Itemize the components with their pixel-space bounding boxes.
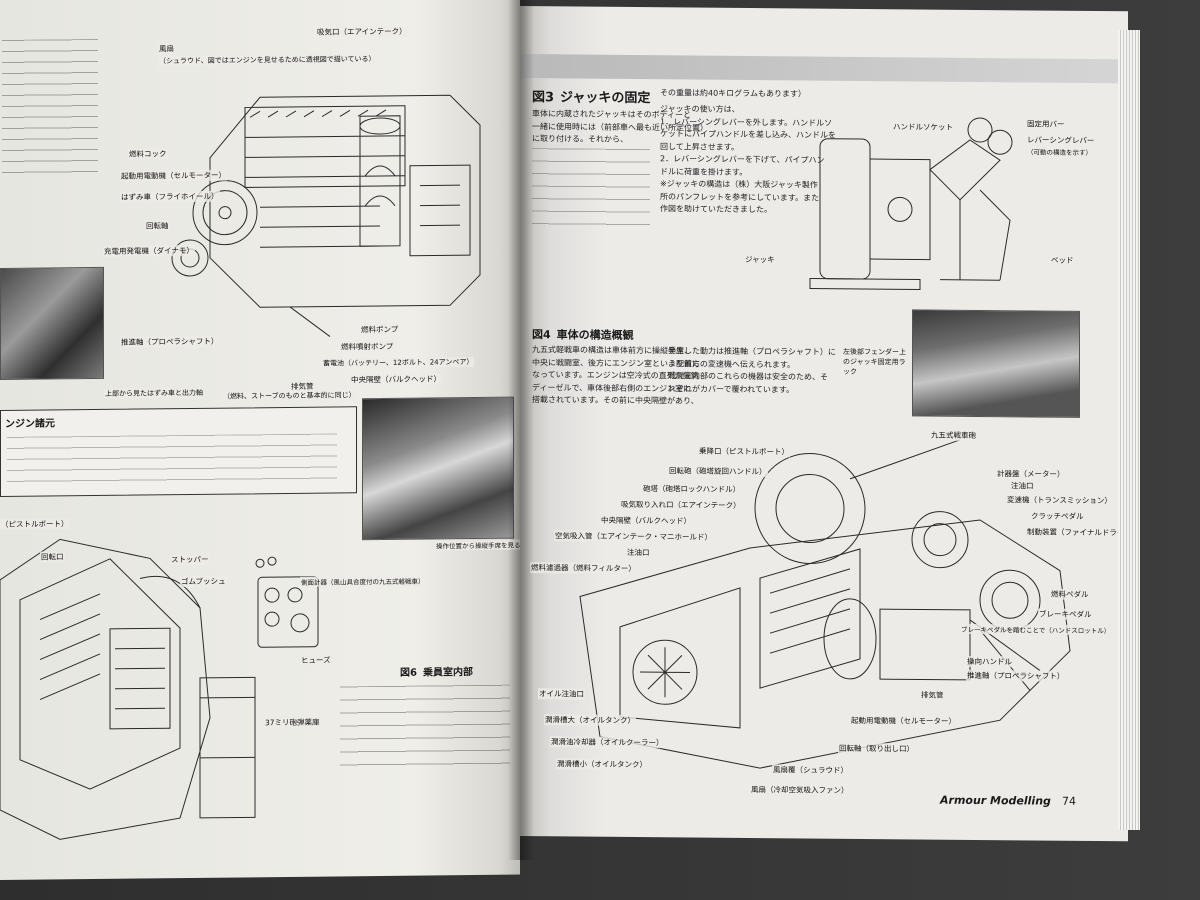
bottom-callout-6: 37ミリ砲弾薬庫	[264, 716, 321, 729]
sec4-line-8: 戦闘室内部のこれらの機器は安全のため、そ	[668, 371, 828, 382]
jack-callout-3: レバーシングレバー	[1026, 134, 1096, 147]
hull-callout-20: 燃料ペダル	[1050, 588, 1090, 600]
sec4-line-6: 発生した動力は推進軸（プロペラシャフト）に	[668, 346, 836, 357]
hull-callout-18: 推進軸（プロペラシャフト）	[966, 669, 1066, 682]
hull-callout-11: 潤滑槽大（オイルタンク）	[544, 714, 636, 727]
hull-callout-16: 起動用電動機（セルモーター）	[850, 714, 957, 727]
left-page: 吸気口（エアインテーク） 風扇 （シュラウド、図ではエンジンを見せるために透視図…	[0, 0, 520, 880]
sec4-title: 図4 車体の構造概観	[532, 326, 634, 343]
jack-callout-2: 固定用バー	[1026, 118, 1066, 130]
sec3-more-lines	[532, 148, 650, 230]
fig1-callout-13: 中央隔壁（バルクヘッド）	[350, 373, 442, 386]
fig1-callout-12: 蓄電池（バッテリー、12ボルト、24アンペア）	[322, 357, 475, 369]
jack-note: その重量は約40キログラムもあります）	[660, 88, 806, 99]
hull-structure-drawing	[579, 439, 1071, 769]
jack-rack-caption: 左後部フェンダー上のジャッキ固定用ラック	[842, 346, 912, 378]
jack-rack-photo	[912, 309, 1080, 418]
sec3-title: 図3 ジャッキの固定	[532, 86, 650, 106]
fig6-body-lines	[340, 684, 510, 777]
hull-callout-15: 風扇覆（シュラウド）	[772, 764, 849, 776]
page-number: 74	[1062, 794, 1076, 808]
bottom-callout-5: ヒューズ	[300, 654, 332, 666]
fig1-callout-11: 燃料噴射ポンプ	[340, 340, 395, 353]
jack-callout-4: （可動の構造を示す）	[1026, 146, 1093, 158]
engine-spec-box: ンジン諸元	[0, 406, 357, 497]
binding-gutter	[508, 0, 534, 860]
hull-callout-25: クラッチペダル	[1030, 510, 1085, 522]
hull-callout-4: 砲塔（砲塔ロックハンドル）	[642, 483, 742, 495]
bottom-callout-2: 回転口	[40, 551, 65, 563]
fig1-callout-7: 回転軸	[145, 220, 170, 232]
page-stack-edge	[1118, 30, 1140, 830]
bottom-callout-4: ゴムブッシュ	[180, 575, 227, 588]
instrument-panel-drawing	[255, 556, 319, 648]
jack-drawing	[809, 117, 1013, 290]
sec3-title-text: ジャッキの固定	[560, 90, 651, 107]
hull-callout-19: 操向ハンドル	[966, 655, 1013, 668]
engine-cutaway-drawing	[171, 94, 481, 337]
sec4-line-5: 搭載されています。その前に中央隔壁があり、	[532, 395, 699, 406]
fig1-callout-1: 吸気口（エアインテーク）	[316, 25, 408, 38]
fighting-compartment-drawing	[0, 538, 256, 840]
hull-callout-2: 乗降口（ピストルポート）	[698, 445, 790, 458]
hull-callout-21: ブレーキペダル	[1038, 608, 1093, 620]
fig6-number: 図6	[400, 667, 417, 679]
fig1-callout-2: 風扇	[158, 43, 175, 55]
jack-callout-5: ベッド	[1050, 254, 1075, 266]
bottom-callout-7: 側面計器（風山具合度付の九五式軽戦車）	[300, 575, 426, 587]
left-engine-photo	[0, 266, 104, 380]
hull-callout-6: 中央隔壁（バルクヘッド）	[600, 514, 692, 527]
fig1-callout-9: 推進軸（プロペラシャフト）	[120, 335, 220, 348]
fig6-title-text: 乗員室内部	[422, 667, 473, 679]
fig1-callout-16: （燃料、ストーブのものと基本的に同じ）	[222, 390, 357, 402]
bottom-callout-1: （ピストルポート）	[0, 518, 70, 530]
fig6-title: 図6 乗員室内部	[400, 663, 473, 679]
hull-callout-5: 吸気取り入れ口（エアインテーク）	[620, 498, 742, 511]
jack-callout-1: ハンドルソケット	[892, 121, 954, 133]
hull-callout-12: 潤滑油冷却器（オイルクーラー）	[550, 736, 665, 749]
spec-box-title: ンジン諸元	[5, 418, 55, 430]
magazine-title: Armour Modelling	[940, 793, 1051, 808]
driver-seat-photo	[362, 396, 514, 541]
fig1-callout-8: 充電用発電機（ダイナモ）	[103, 244, 195, 257]
hull-callout-17: 回転軸（取り出し口）	[838, 742, 915, 755]
hull-callout-23: 制動装置（ファイナルドライブ）	[1026, 526, 1128, 539]
hull-callout-1: 九五式戦車砲	[930, 429, 977, 441]
hull-callout-9: 燃料濾過器（燃料フィルター）	[530, 562, 637, 575]
left-intro-text	[2, 38, 98, 180]
hull-callout-10: オイル注油口	[538, 688, 585, 700]
sec4-title-text: 車体の構造概観	[556, 328, 634, 342]
hull-callout-13: 潤滑槽小（オイルタンク）	[556, 758, 648, 771]
hull-callout-14: 風扇（冷却空気吸入ファン）	[750, 784, 850, 796]
sec4-line-9: れぞれがカバーで覆われています。	[668, 383, 795, 394]
hull-callout-24: 変速機（トランスミッション）	[1006, 494, 1113, 507]
hull-callout-3: 回転砲（砲塔旋回ハンドル）	[668, 465, 768, 478]
fig1-callout-5: 起動用電動機（セルモーター）	[120, 169, 227, 182]
sec3-number: 図3	[532, 90, 555, 106]
fig1-callout-15: 上部から見たはずみ車と出力軸	[104, 387, 204, 399]
hull-callout-8: 注油口	[626, 546, 651, 559]
fig1-callout-6: はずみ車（フライホイール）	[120, 190, 220, 203]
bottom-callout-3: ストッパー	[170, 553, 210, 566]
sec4-text-col2: 発生した動力は推進軸（プロペラシャフト）に より前方の変速機へ伝えられます。 戦…	[668, 345, 836, 396]
fig1-callout-4: 燃料コック	[128, 148, 168, 160]
jack-callout-6: ジャッキ	[744, 253, 776, 266]
sec4-number: 図4	[532, 328, 551, 342]
header-band	[520, 54, 1120, 84]
hull-callout-7: 空気吸入管（エアインテーク・マニホールド）	[554, 530, 713, 543]
hull-callout-26: 計器盤（メーター）	[996, 468, 1066, 480]
hull-callout-22: ブレーキペダルを踏むことで（ハンドスロットル）	[960, 623, 1112, 636]
hull-callout-28: 排気管	[920, 689, 945, 701]
fig1-callout-10: 燃料ポンプ	[360, 323, 400, 336]
hull-callout-27: 注油口	[1010, 480, 1035, 492]
